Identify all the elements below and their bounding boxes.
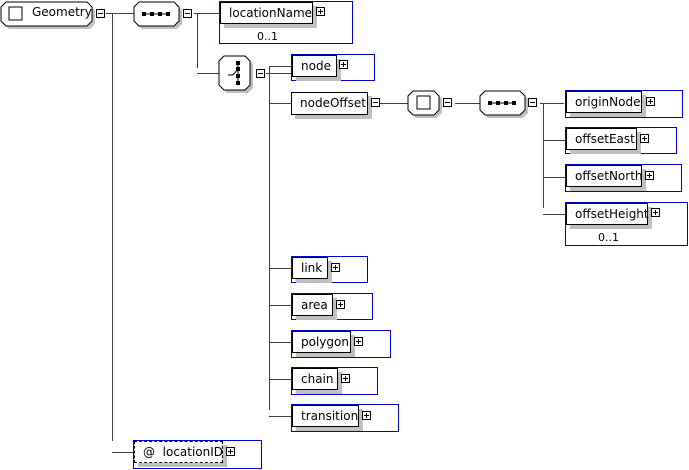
element-polygon[interactable]: polygon: [292, 331, 351, 353]
cardinality: 0..1: [257, 30, 278, 43]
connector: [197, 73, 219, 74]
element-node[interactable]: node: [292, 55, 337, 77]
collapse-icon[interactable]: [443, 98, 452, 107]
attribute-icon: @: [143, 445, 155, 459]
element-area[interactable]: area: [292, 294, 333, 316]
expand-icon[interactable]: [646, 97, 655, 106]
connector: [543, 103, 544, 208]
connector: [269, 268, 291, 269]
connector: [269, 103, 291, 104]
expand-icon[interactable]: [336, 300, 345, 309]
connector: [269, 305, 291, 306]
expand-icon[interactable]: [354, 337, 363, 346]
complex-type[interactable]: [407, 90, 447, 118]
connector: [112, 452, 134, 453]
expand-icon[interactable]: [339, 60, 348, 69]
collapse-icon[interactable]: [256, 69, 265, 78]
element-locationName[interactable]: locationName: [220, 2, 313, 24]
collapse-icon[interactable]: [371, 98, 380, 107]
sequence-icon: [142, 12, 170, 16]
element-originNode[interactable]: originNode: [566, 91, 642, 113]
expand-icon[interactable]: [645, 171, 654, 180]
expand-icon[interactable]: [362, 411, 371, 420]
choice-compositor[interactable]: [218, 55, 258, 95]
expand-icon[interactable]: [316, 7, 325, 16]
element-nodeOffset[interactable]: nodeOffset: [291, 92, 368, 115]
complex-type-icon: [416, 95, 431, 110]
connector: [197, 13, 198, 68]
connector: [194, 13, 220, 14]
connector: [112, 13, 113, 441]
collapse-icon[interactable]: [183, 9, 192, 18]
expand-icon[interactable]: [640, 134, 649, 143]
root-element-geometry[interactable]: [0, 1, 100, 29]
element-offsetNorth[interactable]: offsetNorth: [566, 165, 643, 187]
sequence-compositor[interactable]: [479, 90, 531, 118]
element-chain[interactable]: chain: [292, 368, 338, 390]
collapse-icon[interactable]: [528, 98, 537, 107]
element-link[interactable]: link: [292, 257, 328, 279]
expand-icon[interactable]: [226, 447, 235, 456]
attribute-label: locationID: [162, 445, 224, 459]
connector: [269, 379, 291, 380]
connector: [106, 13, 134, 14]
connector: [380, 103, 408, 104]
connector: [269, 66, 291, 67]
choice-icon: [228, 61, 240, 85]
connector: [543, 140, 565, 141]
root-label: Geometry: [32, 5, 92, 19]
connector: [269, 66, 270, 410]
expand-icon[interactable]: [331, 263, 340, 272]
connector: [543, 177, 565, 178]
sequence-icon: [488, 101, 516, 105]
cardinality: 0..1: [598, 231, 619, 244]
attribute-locationID[interactable]: @ locationID: [134, 441, 223, 463]
connector: [266, 73, 292, 74]
connector: [269, 342, 291, 343]
expand-icon[interactable]: [341, 374, 350, 383]
sequence-compositor[interactable]: [133, 1, 185, 29]
connector: [455, 103, 481, 104]
connector: [269, 416, 291, 417]
element-offsetEast[interactable]: offsetEast: [566, 128, 637, 150]
expand-icon[interactable]: [651, 208, 660, 217]
connector: [540, 103, 564, 104]
element-offsetHeight[interactable]: offsetHeight: [566, 203, 649, 225]
collapse-icon[interactable]: [96, 9, 105, 18]
element-transition[interactable]: transition: [292, 405, 359, 427]
connector: [543, 214, 565, 215]
